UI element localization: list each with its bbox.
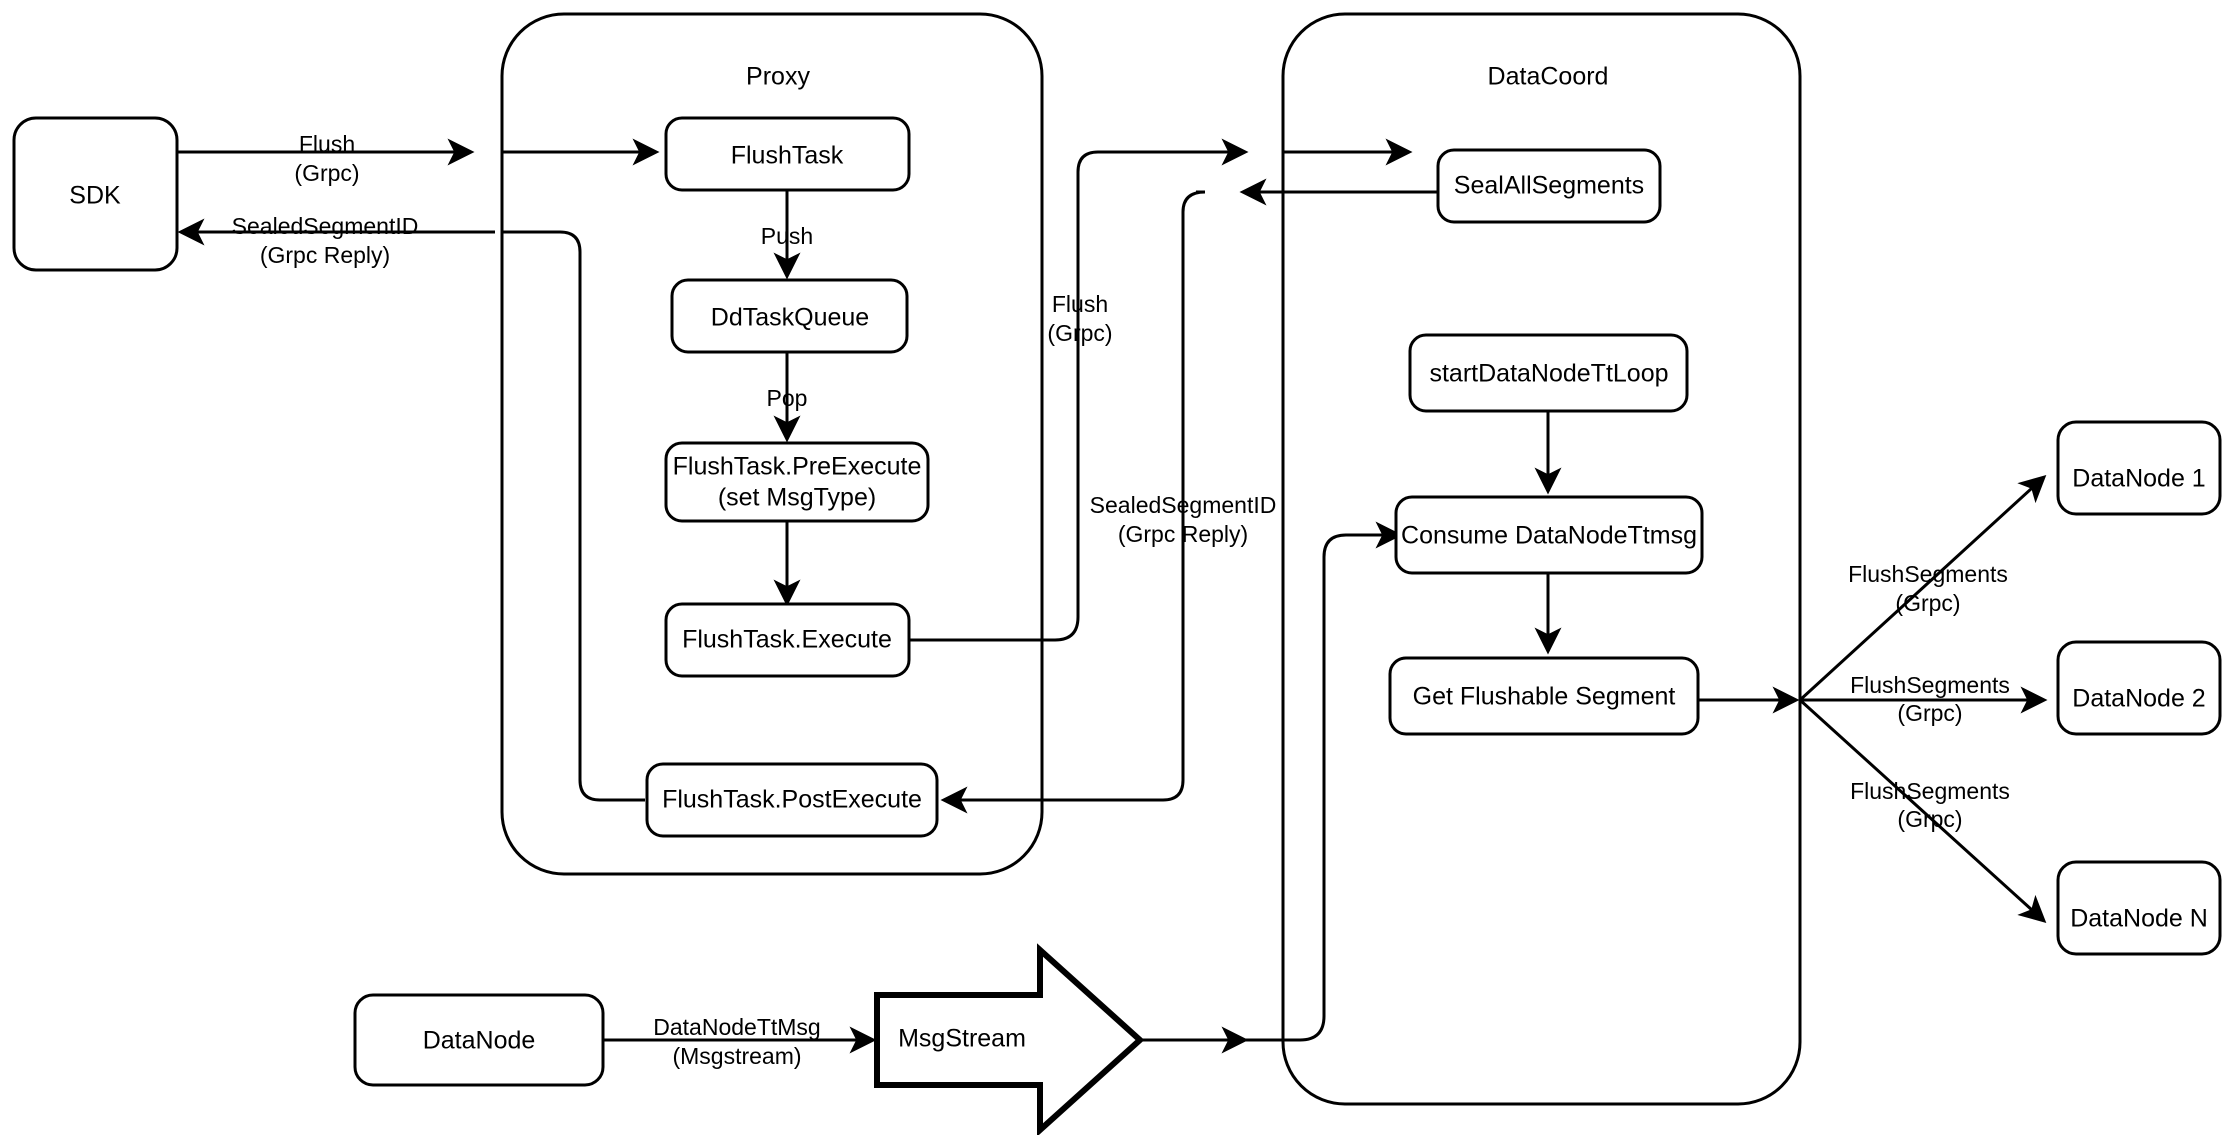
edge-label-flushsegments-2-line2: (Grpc)	[1897, 700, 1962, 726]
edge-label-flushsegments-n-line2: (Grpc)	[1897, 806, 1962, 832]
edge-label-datanodettmsg-line1: DataNodeTtMsg	[653, 1014, 820, 1040]
edge-label-proxy-to-sdk-line2: (Grpc Reply)	[260, 242, 390, 268]
edge-label-proxy-to-coord-line1: Flush	[1052, 291, 1108, 317]
node-consume-datanode-ttmsg-label: Consume DataNodeTtmsg	[1401, 522, 1697, 550]
edge-label-push: Push	[761, 223, 813, 249]
node-datanode-2[interactable]	[2056, 640, 2222, 736]
edge-label-sdk-to-proxy-line1: Flush	[299, 131, 355, 157]
edge-execute-to-datacoord-flush	[907, 138, 1249, 642]
edge-label-proxy-to-sdk-line1: SealedSegmentID	[232, 213, 419, 239]
node-flushtask-label: FlushTask	[731, 142, 844, 170]
edge-label-flushsegments-1-line2: (Grpc)	[1895, 590, 1960, 616]
node-flushtask-execute[interactable]	[664, 602, 911, 678]
node-datanode-n-label: DataNode N	[2070, 905, 2208, 933]
edge-label-flushsegments-n-line1: FlushSegments	[1850, 778, 2010, 804]
node-start-datanode-ttloop[interactable]	[1408, 333, 1689, 413]
node-sdk-label: SDK	[69, 182, 121, 210]
node-consume-datanode-ttmsg[interactable]	[1394, 495, 1704, 575]
node-sdk[interactable]	[12, 116, 179, 272]
edge-label-coord-to-proxy-line2: (Grpc Reply)	[1118, 521, 1248, 547]
edge-label-flushsegments-2-line1: FlushSegments	[1850, 672, 2010, 698]
node-sealallsegments[interactable]	[1436, 148, 1662, 224]
node-datanode-source-label: DataNode	[423, 1027, 536, 1055]
node-datanode-n[interactable]	[2056, 860, 2222, 956]
node-flushtask[interactable]	[664, 116, 911, 192]
node-start-datanode-ttloop-label: startDataNodeTtLoop	[1429, 360, 1668, 388]
node-flushtask-preexecute-label-line1: FlushTask.PreExecute	[673, 453, 922, 481]
node-ddtaskqueue[interactable]	[670, 278, 909, 354]
node-flushtask-postexecute-label: FlushTask.PostExecute	[662, 786, 922, 814]
edge-datacoord-reply-to-postexecute	[940, 190, 1206, 814]
edge-label-flushsegments-1-line1: FlushSegments	[1848, 561, 2008, 587]
node-msgstream-block-arrow[interactable]	[874, 943, 1145, 1135]
group-proxy	[500, 12, 1044, 876]
group-datacoord-title: DataCoord	[1488, 63, 1609, 91]
node-flushtask-preexecute-label-line2: (set MsgType)	[718, 484, 876, 512]
node-flushtask-execute-label: FlushTask.Execute	[682, 626, 892, 654]
edge-junction-to-datanodeN	[1798, 698, 2047, 924]
edge-label-proxy-to-coord-line2: (Grpc)	[1047, 320, 1112, 346]
group-datacoord	[1281, 12, 1802, 1106]
node-datanode-1[interactable]	[2056, 420, 2222, 516]
group-proxy-title: Proxy	[746, 63, 810, 91]
edge-label-sdk-to-proxy-line2: (Grpc)	[294, 160, 359, 186]
edge-label-coord-to-proxy-line1: SealedSegmentID	[1090, 492, 1277, 518]
edge-datacoord-tt-rail-to-consume	[1244, 521, 1403, 1042]
edge-label-pop: Pop	[767, 385, 808, 411]
node-get-flushable-segment-label: Get Flushable Segment	[1413, 683, 1676, 711]
node-flushtask-postexecute[interactable]	[645, 762, 939, 838]
node-sealallsegments-label: SealAllSegments	[1454, 172, 1644, 200]
edge-label-datanodettmsg-line2: (Msgstream)	[672, 1043, 801, 1069]
node-ddtaskqueue-label: DdTaskQueue	[711, 304, 869, 332]
edge-postexecute-to-proxy-exit	[502, 230, 645, 802]
node-get-flushable-segment[interactable]	[1388, 656, 1700, 736]
node-datanode-1-label: DataNode 1	[2072, 465, 2205, 493]
node-msgstream-label: MsgStream	[898, 1025, 1026, 1053]
edge-junction-to-datanode1	[1798, 474, 2047, 702]
node-flushtask-preexecute[interactable]	[664, 441, 930, 523]
node-datanode-source[interactable]	[353, 993, 605, 1087]
node-datanode-2-label: DataNode 2	[2072, 685, 2205, 713]
